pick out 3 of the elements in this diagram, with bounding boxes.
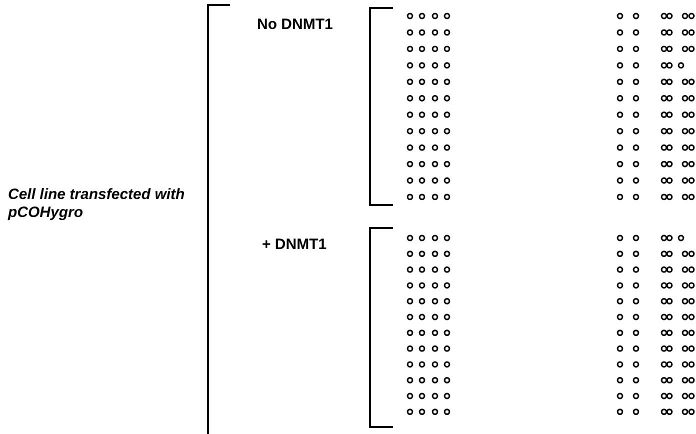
row-group-label: Cell line transfected with pCOHygro [8,186,186,222]
condition-label: No DNMT1 [257,16,333,34]
condition-label: + DNMT1 [262,236,327,254]
